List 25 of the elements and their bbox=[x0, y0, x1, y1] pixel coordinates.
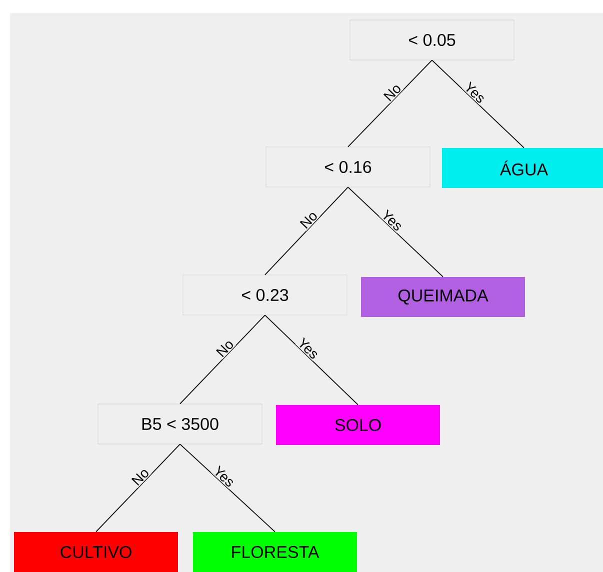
connector-line bbox=[432, 60, 524, 148]
edge-label: No bbox=[129, 466, 152, 488]
condition-box: < 0.23 bbox=[182, 274, 348, 316]
edge-label: Yes bbox=[462, 80, 488, 106]
edge-label: Yes bbox=[210, 464, 238, 490]
condition-box: < 0.05 bbox=[350, 20, 514, 60]
connector-line bbox=[180, 444, 276, 532]
edge-label: Yes bbox=[379, 208, 406, 234]
connector-line bbox=[264, 186, 348, 276]
connector-line bbox=[264, 314, 358, 406]
connector-line bbox=[348, 60, 432, 148]
edge-label: No bbox=[381, 81, 404, 104]
connector-line bbox=[96, 444, 180, 532]
class-box: SOLO bbox=[276, 405, 440, 445]
class-box: QUEIMADA bbox=[361, 277, 525, 317]
class-box: ÁGUA bbox=[442, 148, 603, 188]
condition-box: < 0.16 bbox=[266, 146, 430, 188]
connector-line bbox=[348, 186, 444, 278]
connector-line bbox=[180, 314, 266, 404]
edge-label: No bbox=[298, 208, 320, 232]
class-box: FLORESTA bbox=[193, 532, 357, 572]
edge-label: No bbox=[214, 336, 236, 360]
edge-label: Yes bbox=[295, 336, 322, 362]
class-box: CULTIVO bbox=[14, 532, 178, 572]
condition-box: B5 < 3500 bbox=[98, 404, 262, 444]
